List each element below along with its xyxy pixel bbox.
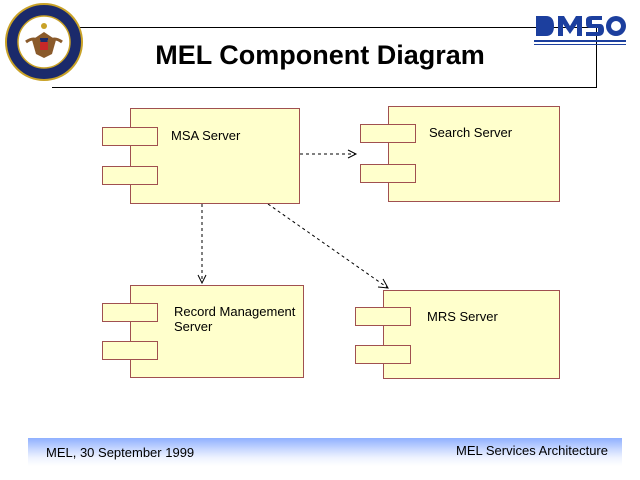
arrowhead-search bbox=[347, 149, 358, 159]
component-label-line: Server bbox=[174, 319, 213, 334]
footer-date: MEL, 30 September 1999 bbox=[46, 445, 195, 460]
component-search-server: Search Server bbox=[388, 106, 560, 202]
arrowhead-mrs bbox=[377, 278, 389, 289]
component-port bbox=[102, 166, 158, 185]
component-label: MSA Server bbox=[171, 128, 240, 143]
component-msa-server: MSA Server bbox=[130, 108, 300, 204]
component-label: MRS Server bbox=[427, 309, 498, 324]
component-port bbox=[360, 124, 416, 143]
dod-seal-logo bbox=[5, 3, 83, 81]
component-record-management-server: Record Management Server bbox=[130, 285, 304, 378]
arrowhead-record-management bbox=[197, 274, 207, 285]
component-label: Record Management Server bbox=[174, 304, 295, 334]
component-label-line: MSA Server bbox=[171, 128, 241, 143]
dependency-msa-to-mrs bbox=[267, 203, 389, 289]
component-port bbox=[355, 307, 411, 326]
component-port bbox=[102, 127, 158, 146]
component-label: Search Server bbox=[429, 125, 512, 140]
component-label-line: Search Server bbox=[429, 125, 513, 140]
footer-section-title: MEL Services Architecture bbox=[456, 443, 608, 458]
component-port bbox=[355, 345, 411, 364]
component-port bbox=[102, 303, 158, 322]
component-mrs-server: MRS Server bbox=[383, 290, 560, 379]
component-label-line: MRS Server bbox=[427, 309, 498, 324]
footer-bar: MEL, 30 September 1999 MEL Services Arch… bbox=[28, 438, 622, 466]
component-port bbox=[102, 341, 158, 360]
dmso-logo bbox=[534, 16, 626, 45]
title-frame bbox=[52, 28, 597, 88]
slide-title: MEL Component Diagram bbox=[155, 40, 485, 70]
title-top-rule bbox=[52, 27, 597, 28]
component-port bbox=[360, 164, 416, 183]
component-label-line: Record Management bbox=[174, 304, 296, 319]
